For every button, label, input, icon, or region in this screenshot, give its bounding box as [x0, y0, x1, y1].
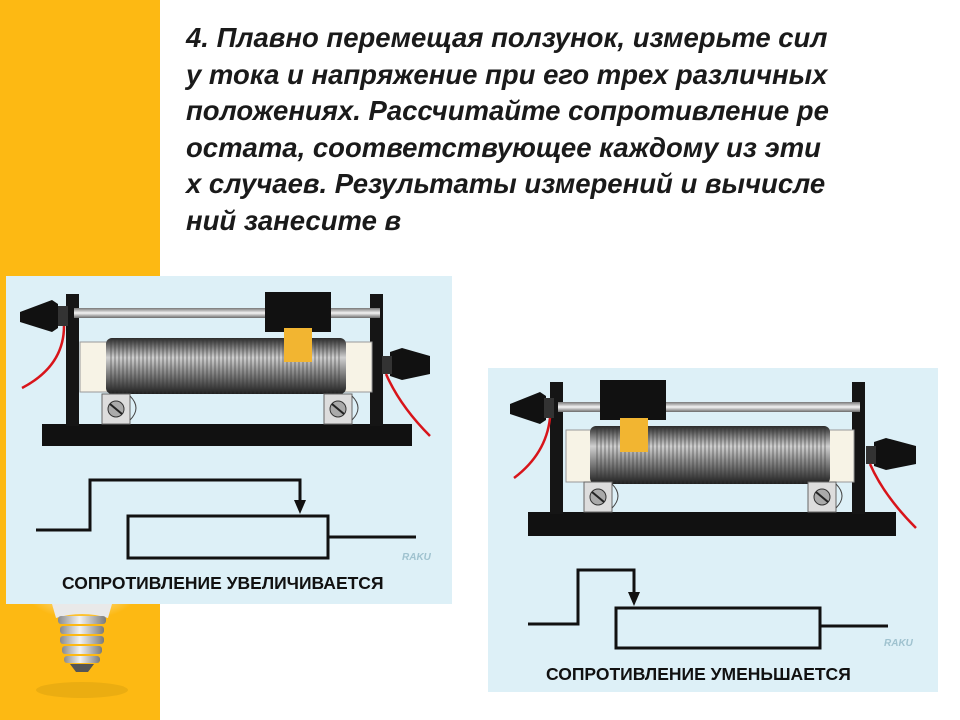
rheostat-panel-decrease: СОПРОТИВЛЕНИЕ УМЕНЬШАЕТСЯ RAKU: [488, 368, 938, 692]
wire-right: [384, 373, 431, 437]
task-text: 4. Плавно перемещая ползунок, измерьте с…: [186, 20, 946, 239]
slider-rod: [558, 402, 860, 412]
task-line: 4. Плавно перемещая ползунок, измерьте с…: [186, 20, 946, 57]
terminal-plug-left: [510, 392, 546, 424]
left-post: [66, 294, 79, 426]
terminal-plug-right: [390, 348, 430, 380]
wire-left: [513, 417, 552, 479]
schematic-wire: [528, 568, 636, 626]
caption-increase: СОПРОТИВЛЕНИЕ УВЕЛИЧИВАЕТСЯ: [62, 573, 384, 593]
caption-decrease: СОПРОТИВЛЕНИЕ УМЕНЬШАЕТСЯ: [546, 664, 851, 684]
task-line-6: ний занесите в: [186, 204, 402, 236]
right-post: [852, 382, 865, 514]
task-line-1: Плавно перемещая ползунок, измерьте сил: [216, 22, 828, 53]
slider-rod: [74, 308, 380, 318]
task-number: 4.: [186, 22, 209, 53]
watermark: RAKU: [402, 552, 431, 563]
schematic-resistor: [126, 514, 330, 560]
rheostat-diagram-decrease: [510, 380, 917, 650]
wire-left: [21, 325, 66, 390]
task-line-2: у тока и напряжение при его трех различн…: [186, 58, 828, 90]
right-post: [370, 294, 383, 426]
schematic-wire: [36, 478, 302, 532]
slider-contact: [620, 418, 648, 452]
rheostat-diagram-increase: [20, 292, 431, 560]
task-line-3: положениях. Рассчитайте сопротивление ре: [186, 95, 829, 126]
task-line-4: остата, соответствующее каждому из эти: [186, 131, 821, 163]
terminal-plug-left: [20, 300, 58, 332]
rheostat-base: [528, 512, 896, 536]
arrow-head-icon: [628, 592, 640, 606]
schematic-resistor: [614, 606, 822, 650]
rheostat-panel-increase: СОПРОТИВЛЕНИЕ УВЕЛИЧИВАЕТСЯ RAKU: [6, 276, 452, 604]
slider-block: [600, 380, 666, 420]
slider-contact: [284, 328, 312, 362]
terminal-plug-right: [874, 438, 916, 470]
task-line-5: х случаев. Результаты измерений и вычисл…: [186, 168, 826, 199]
watermark: RAKU: [884, 638, 913, 649]
wire-right: [868, 463, 917, 529]
arrow-head-icon: [294, 500, 306, 514]
slider-block: [265, 292, 331, 332]
rheostat-base: [42, 424, 412, 446]
